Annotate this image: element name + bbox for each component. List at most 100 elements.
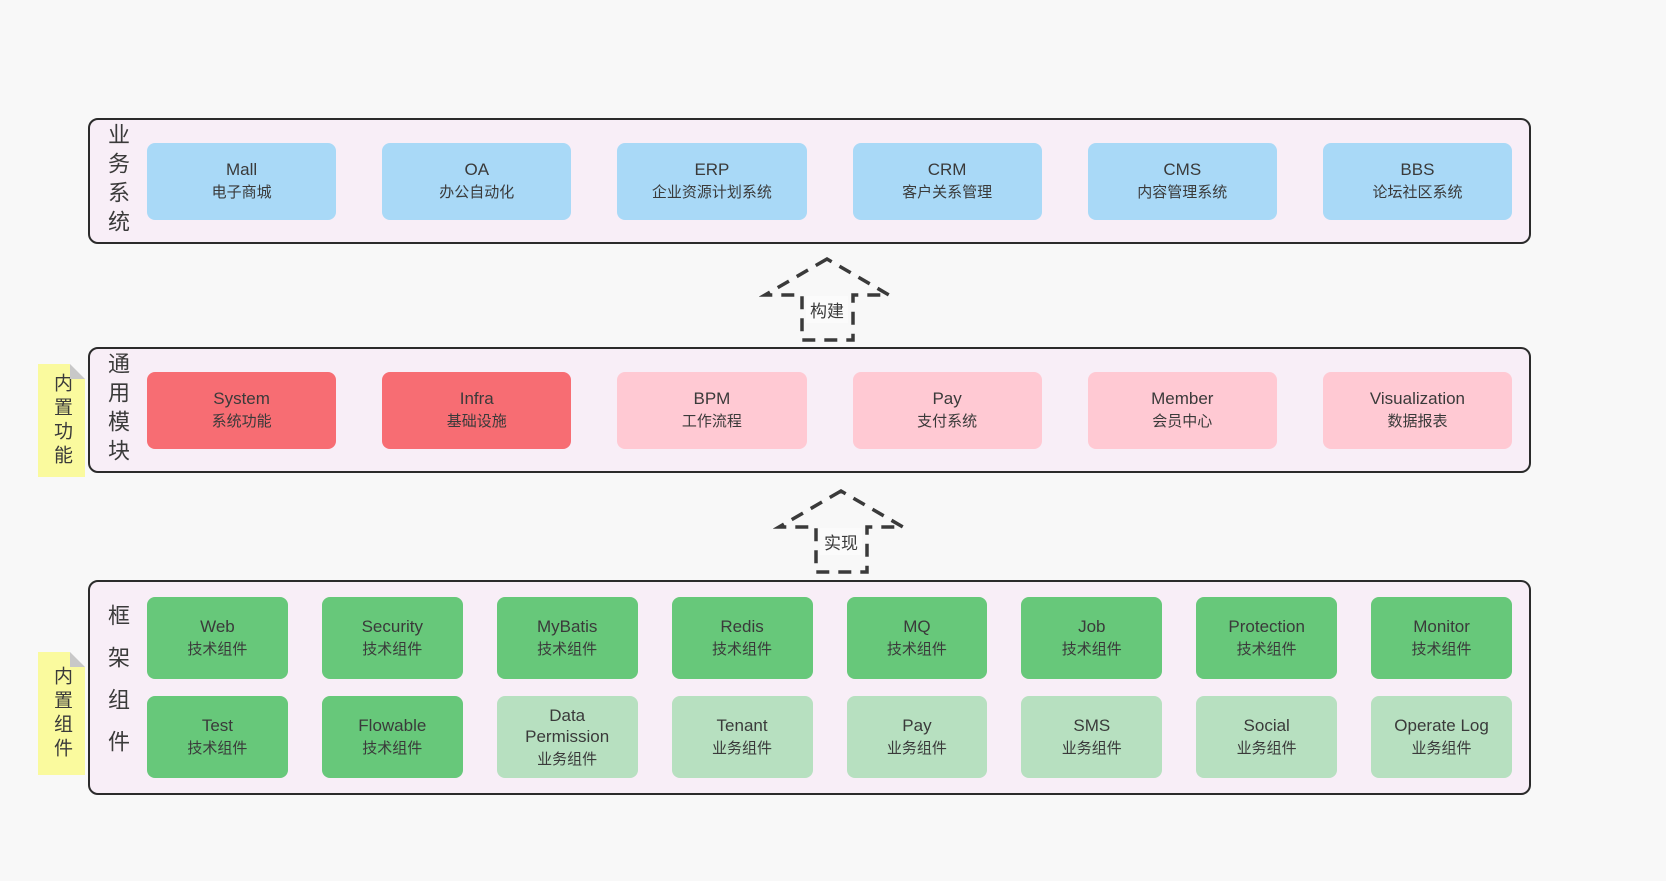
module-title: Test — [201, 716, 234, 736]
module-title: Operate Log — [1394, 716, 1489, 736]
module-subtitle: 基础设施 — [446, 413, 507, 431]
module-box: Protection 技术组件 — [1196, 597, 1338, 679]
module-box: SMS 业务组件 — [1021, 696, 1163, 778]
module-subtitle: 业务组件 — [537, 751, 598, 768]
module-subtitle: 数据报表 — [1387, 413, 1448, 431]
module-title: Pay — [932, 389, 962, 409]
module-box: Redis 技术组件 — [671, 597, 813, 679]
module-box: Mall 电子商城 — [147, 142, 337, 220]
module-subtitle: 技术组件 — [712, 641, 773, 659]
module-box: CRM 客户关系管理 — [852, 142, 1042, 220]
module-subtitle: 企业资源计划系统 — [651, 184, 772, 202]
module-subtitle: 技术组件 — [362, 641, 423, 659]
arrow-label: 实现 — [820, 528, 862, 555]
layer-band: 业务系统 Mall 电子商城 OA 办公自动化 ERP 企业资源计划系统 CRM… — [88, 118, 1531, 244]
fold-corner-icon — [70, 364, 85, 379]
module-subtitle: 业务组件 — [712, 740, 773, 758]
module-row: Web 技术组件 Security 技术组件 MyBatis 技术组件 Redi… — [147, 597, 1512, 679]
module-subtitle: 技术组件 — [187, 641, 248, 659]
module-title: Monitor — [1413, 617, 1470, 637]
module-box: Security 技术组件 — [321, 597, 463, 679]
module-box: ERP 企业资源计划系统 — [617, 142, 807, 220]
module-box: OA 办公自动化 — [382, 142, 572, 220]
module-title: Visualization — [1369, 389, 1466, 409]
sticky-note-label: 内置组件 — [51, 665, 72, 762]
module-title: Pay — [902, 716, 932, 736]
module-box: Flowable 技术组件 — [321, 696, 463, 778]
module-subtitle: 电子商城 — [211, 184, 272, 202]
module-title: OA — [464, 160, 490, 180]
sticky-note: 内置组件 — [38, 652, 85, 775]
module-title: Job — [1078, 617, 1106, 637]
module-box: Monitor 技术组件 — [1371, 597, 1512, 679]
module-title: ERP — [694, 160, 730, 180]
module-box: Test 技术组件 — [147, 696, 288, 778]
module-subtitle: 论坛社区系统 — [1372, 184, 1463, 202]
module-box: Pay 业务组件 — [846, 696, 988, 778]
module-title: Flowable — [358, 716, 427, 736]
module-row: Mall 电子商城 OA 办公自动化 ERP 企业资源计划系统 CRM 客户关系… — [147, 142, 1513, 220]
module-title: CRM — [927, 160, 967, 180]
module-title: Mall — [226, 160, 258, 180]
module-row: Test 技术组件 Flowable 技术组件 Data Permission … — [147, 696, 1512, 778]
module-title: Tenant — [716, 716, 768, 736]
module-title: Web — [200, 617, 235, 637]
module-subtitle: 会员中心 — [1152, 413, 1213, 431]
layer-label: 通用模块 — [105, 352, 130, 468]
module-box: Social 业务组件 — [1196, 696, 1338, 778]
module-subtitle: 技术组件 — [886, 641, 947, 659]
up-arrow-icon — [759, 256, 895, 342]
module-subtitle: 工作流程 — [681, 413, 742, 431]
module-subtitle: 业务组件 — [1411, 740, 1472, 758]
sticky-note-label: 内置功能 — [51, 372, 72, 469]
module-box: BBS 论坛社区系统 — [1322, 142, 1513, 220]
module-box: CMS 内容管理系统 — [1087, 142, 1277, 220]
sticky-note: 内置功能 — [38, 364, 85, 477]
module-subtitle: 支付系统 — [917, 413, 978, 431]
module-box: BPM 工作流程 — [617, 371, 807, 449]
module-title: Member — [1151, 389, 1214, 409]
module-title: Social — [1243, 716, 1290, 736]
module-box: Visualization 数据报表 — [1322, 371, 1513, 449]
module-title: Redis — [720, 617, 764, 637]
module-subtitle: 客户关系管理 — [902, 184, 993, 202]
module-subtitle: 业务组件 — [886, 740, 947, 758]
module-title: SMS — [1073, 716, 1111, 736]
module-box: System 系统功能 — [147, 371, 337, 449]
module-box: Pay 支付系统 — [852, 371, 1042, 449]
module-subtitle: 技术组件 — [187, 740, 248, 758]
layer-label: 业务系统 — [105, 123, 130, 239]
module-title: BPM — [693, 389, 731, 409]
layer-rows: System 系统功能 Infra 基础设施 BPM 工作流程 Pay 支付系统… — [133, 349, 1529, 471]
module-title: MyBatis — [536, 617, 598, 637]
module-box: Tenant 业务组件 — [671, 696, 813, 778]
dashed-up-arrow: 实现 — [773, 488, 909, 575]
module-box: Job 技术组件 — [1021, 597, 1163, 679]
module-title: CMS — [1163, 160, 1202, 180]
module-subtitle: 技术组件 — [1411, 641, 1472, 659]
arrow-label: 构建 — [806, 296, 848, 323]
module-title: Infra — [459, 389, 494, 409]
module-subtitle: 技术组件 — [1236, 641, 1297, 659]
module-box: Infra 基础设施 — [382, 371, 572, 449]
layer-rows: Mall 电子商城 OA 办公自动化 ERP 企业资源计划系统 CRM 客户关系… — [133, 120, 1529, 242]
module-subtitle: 内容管理系统 — [1137, 184, 1228, 202]
module-subtitle: 技术组件 — [362, 740, 423, 758]
layer-band: 通用模块 System 系统功能 Infra 基础设施 BPM 工作流程 Pay… — [88, 347, 1531, 473]
module-title: MQ — [903, 617, 931, 637]
module-box: Operate Log 业务组件 — [1371, 696, 1512, 778]
module-title: Security — [361, 617, 424, 637]
layer-label: 框架组件 — [105, 603, 130, 772]
module-box: MyBatis 技术组件 — [496, 597, 638, 679]
module-title: Data Permission — [525, 705, 610, 746]
fold-corner-icon — [70, 652, 85, 667]
module-title: Protection — [1228, 617, 1305, 637]
module-subtitle: 业务组件 — [1236, 740, 1297, 758]
module-subtitle: 业务组件 — [1061, 740, 1122, 758]
module-box: Member 会员中心 — [1087, 371, 1277, 449]
layer-band: 框架组件 Web 技术组件 Security 技术组件 MyBatis 技术组件… — [88, 580, 1531, 795]
module-box: Data Permission 业务组件 — [496, 696, 638, 778]
module-row: System 系统功能 Infra 基础设施 BPM 工作流程 Pay 支付系统… — [147, 371, 1513, 449]
module-subtitle: 技术组件 — [537, 641, 598, 659]
